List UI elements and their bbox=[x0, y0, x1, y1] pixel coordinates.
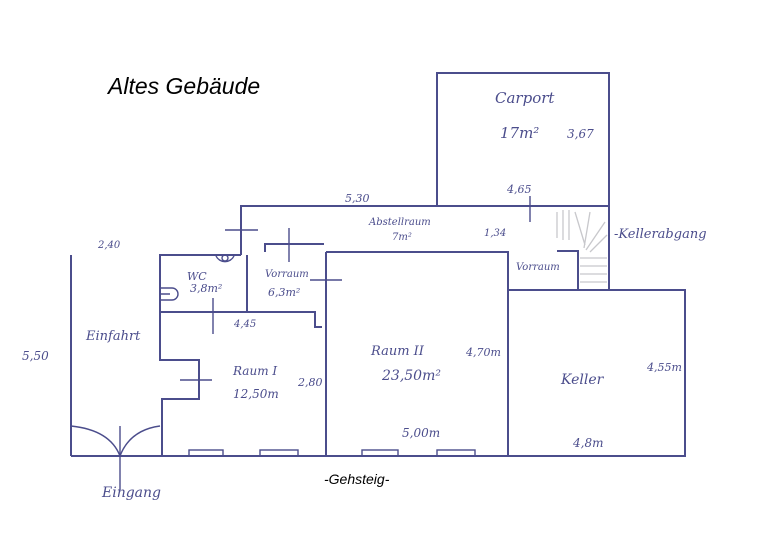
carport-width-dim: 4,65 bbox=[506, 183, 532, 196]
fixtures bbox=[161, 254, 235, 301]
wc-name: WC bbox=[187, 270, 207, 283]
street-label: -Gehsteig- bbox=[324, 471, 390, 487]
einfahrt-height-dim: 5,50 bbox=[22, 349, 49, 363]
page-title: Altes Gebäude bbox=[106, 73, 260, 99]
windows bbox=[188, 449, 476, 457]
wc-area: 3,8m² bbox=[190, 282, 222, 295]
wc-bottom-wall bbox=[160, 311, 322, 328]
vorraum-left-name: Vorraum bbox=[265, 269, 309, 280]
raum2-name: Raum II bbox=[370, 344, 425, 359]
door-arc-right bbox=[119, 425, 161, 457]
door-tick bbox=[225, 220, 258, 240]
eingang-label: Eingang bbox=[101, 485, 161, 501]
einfahrt-width-dim: 2,40 bbox=[97, 240, 121, 251]
raum1-dim: 2,80 bbox=[297, 376, 323, 389]
carport-name: Carport bbox=[495, 89, 555, 107]
einfahrt-name: Einfahrt bbox=[85, 329, 141, 344]
window bbox=[259, 449, 299, 457]
keller-width-dim: 4,8m bbox=[572, 436, 603, 450]
abstellraum-bottom-wall bbox=[326, 251, 509, 290]
wc-width-dim: 4,45 bbox=[233, 319, 256, 330]
toilet-icon bbox=[161, 287, 179, 301]
raum1-name: Raum I bbox=[232, 364, 277, 378]
door-arc-left bbox=[70, 425, 121, 457]
raum2-area: 23,50m² bbox=[381, 368, 441, 384]
window bbox=[188, 449, 224, 457]
vorraum-left-top bbox=[264, 243, 324, 252]
sink-drain-icon bbox=[221, 254, 229, 262]
kellerabgang-label: -Kellerabgang bbox=[614, 227, 707, 242]
raum1-area: 12,50m bbox=[233, 387, 279, 401]
carport-dim: 3,67 bbox=[567, 127, 594, 141]
window bbox=[361, 449, 399, 457]
keller-name: Keller bbox=[560, 372, 605, 388]
abstellraum-dim: 1,34 bbox=[484, 228, 506, 239]
window bbox=[436, 449, 476, 457]
carport-area: 17m² bbox=[500, 124, 539, 142]
vorraum-right-name: Vorraum bbox=[516, 262, 560, 273]
abstellraum-name: Abstellraum bbox=[368, 217, 431, 228]
raum2-width-dim: 5,00m bbox=[402, 426, 440, 440]
abstellraum-area: 7m² bbox=[392, 232, 412, 243]
keller-height-dim: 4,55m bbox=[646, 361, 682, 374]
top-dim: 5,30 bbox=[345, 192, 370, 205]
wc-raum1-left-wall bbox=[159, 254, 241, 456]
raum2-height-dim: 4,70m bbox=[465, 346, 501, 359]
stairs-icon bbox=[556, 210, 608, 290]
doors bbox=[70, 196, 531, 490]
vorraum-left-area: 6,3m² bbox=[268, 286, 300, 299]
